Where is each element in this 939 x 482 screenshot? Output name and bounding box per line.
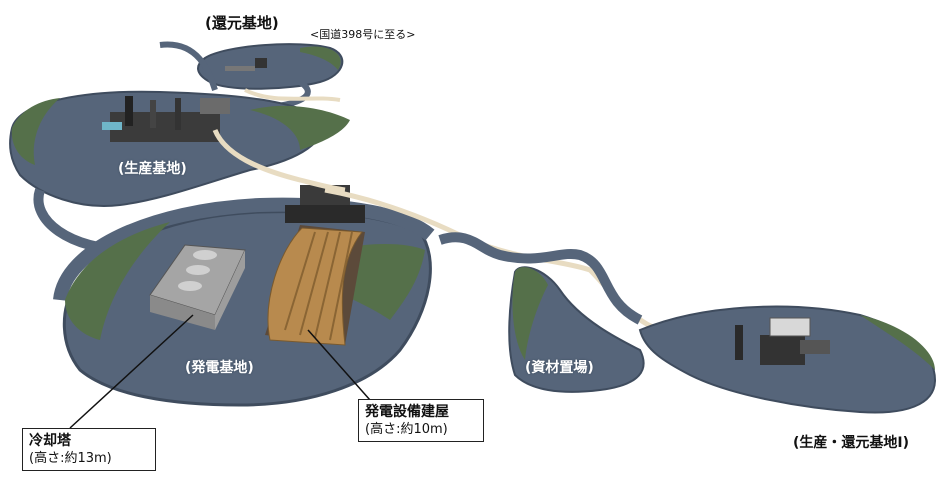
production-return-plant [735, 317, 830, 365]
materials-yard-label: (資材置場) [525, 360, 594, 376]
materials-yard-pad [508, 266, 645, 393]
materials-yard-green [512, 267, 548, 360]
return-base-pad [197, 43, 344, 90]
power-building-callout: 発電設備建屋 (高さ:約10m) [358, 399, 484, 442]
cooling-tower-height: (高さ:約13m) [29, 451, 112, 466]
cooling-tower-model [149, 244, 246, 330]
power-base-outer-ring [53, 197, 435, 302]
winding-road [438, 232, 643, 325]
return-base-label: (還元基地) [205, 14, 279, 32]
cooling-tower-title: 冷却塔 [29, 433, 71, 449]
power-building-height: (高さ:約10m) [365, 422, 448, 437]
return-base-green [300, 46, 341, 70]
return-base-structure [255, 58, 267, 68]
production-base-pad [9, 90, 323, 207]
power-base-green [65, 222, 170, 340]
production-plant [102, 96, 230, 142]
cooling-tower-callout: 冷却塔 (高さ:約13m) [22, 428, 156, 471]
production-base-green [11, 98, 60, 165]
power-base-label: (発電基地) [185, 360, 254, 376]
power-building-title: 発電設備建屋 [365, 404, 449, 420]
production-base-label: (生産基地) [118, 161, 187, 177]
road-note: <国道398号に至る> [310, 28, 416, 41]
production-return-base-label: (生産・還元基地Ⅰ) [793, 435, 910, 451]
